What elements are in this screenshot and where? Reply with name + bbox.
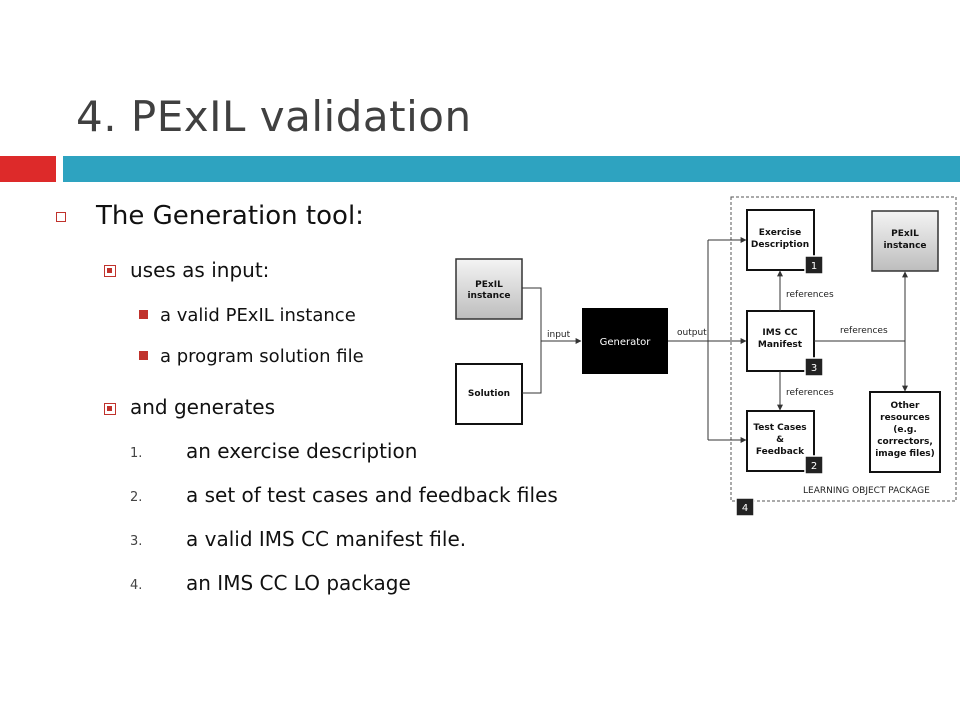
solution-label: Solution [468,389,510,399]
pexil-output-label-1: PExIL [891,229,919,239]
badge-1 [804,255,824,275]
references-right-label: references [840,326,888,336]
output-number: 3. [130,534,143,549]
output-label: output [677,328,707,338]
pexil-instance-input-box [455,258,523,320]
package-label: LEARNING OBJECT PACKAGE [803,486,930,496]
output-number: 4. [130,578,143,593]
other-label-2: resources [880,413,930,423]
output-number: 2. [130,490,143,505]
exercise-label-2: Description [751,240,809,250]
bullet-square-filled-icon [139,310,148,319]
bullet-and-generates: and generates [130,395,276,419]
output-number: 1. [130,446,143,461]
exercise-label-1: Exercise [759,228,801,238]
badge-2-label: 2 [811,461,817,472]
test-label-1: Test Cases [753,423,806,433]
title-accent-blue-bar [63,156,960,182]
title-accent-red-bar [0,156,56,182]
badge-3-label: 3 [811,363,817,374]
output-item: a set of test cases and feedback files [186,483,558,507]
test-label-3: Feedback [756,447,805,457]
manifest-label-2: Manifest [758,340,803,350]
learning-object-package-frame [730,196,957,502]
bullet-generation-tool: The Generation tool: [96,201,364,231]
bullet-input-pexil-instance: a valid PExIL instance [160,305,356,326]
ims-cc-manifest-box [746,310,815,372]
output-item: an IMS CC LO package [186,571,411,595]
generation-diagram: LEARNING OBJECT PACKAGE PExIL instance S… [455,196,957,517]
references-top-label: references [786,290,834,300]
other-label-4: correctors, [877,437,933,447]
badge-4 [735,497,755,517]
other-label-1: Other [891,401,920,411]
badge-2 [804,455,824,475]
bullet-square-filled-icon [139,351,148,360]
other-resources-box [869,391,941,473]
exercise-description-box [746,209,815,271]
pexil-instance-output-box [871,210,939,272]
bullet-square-dot-icon [104,403,116,415]
solution-box [455,363,523,425]
generator-label: Generator [600,337,652,348]
output-item: a valid IMS CC manifest file. [186,527,467,551]
pexil-input-label-1: PExIL [475,280,503,290]
test-cases-feedback-box [746,410,815,472]
badge-3 [804,357,824,377]
other-label-5: image files) [875,449,935,459]
manifest-label-1: IMS CC [762,328,798,338]
test-label-2: & [776,435,784,445]
references-bottom-label: references [786,388,834,398]
pexil-input-label-2: instance [467,291,510,301]
input-bracket [522,287,542,394]
bullet-input-solution-file: a program solution file [160,346,364,367]
slide-title: 4. PExIL validation [76,92,472,141]
bullet-square-outline-icon [56,212,66,222]
bullet-square-dot-icon [104,265,116,277]
bullet-uses-as-input: uses as input: [130,258,270,282]
input-label: input [547,330,571,340]
badge-4-label: 4 [742,503,748,514]
other-label-3: (e.g. [893,425,917,435]
badge-1-label: 1 [811,261,817,272]
generator-box [582,308,668,374]
pexil-output-label-2: instance [883,241,926,251]
output-item: an exercise description [186,439,418,463]
